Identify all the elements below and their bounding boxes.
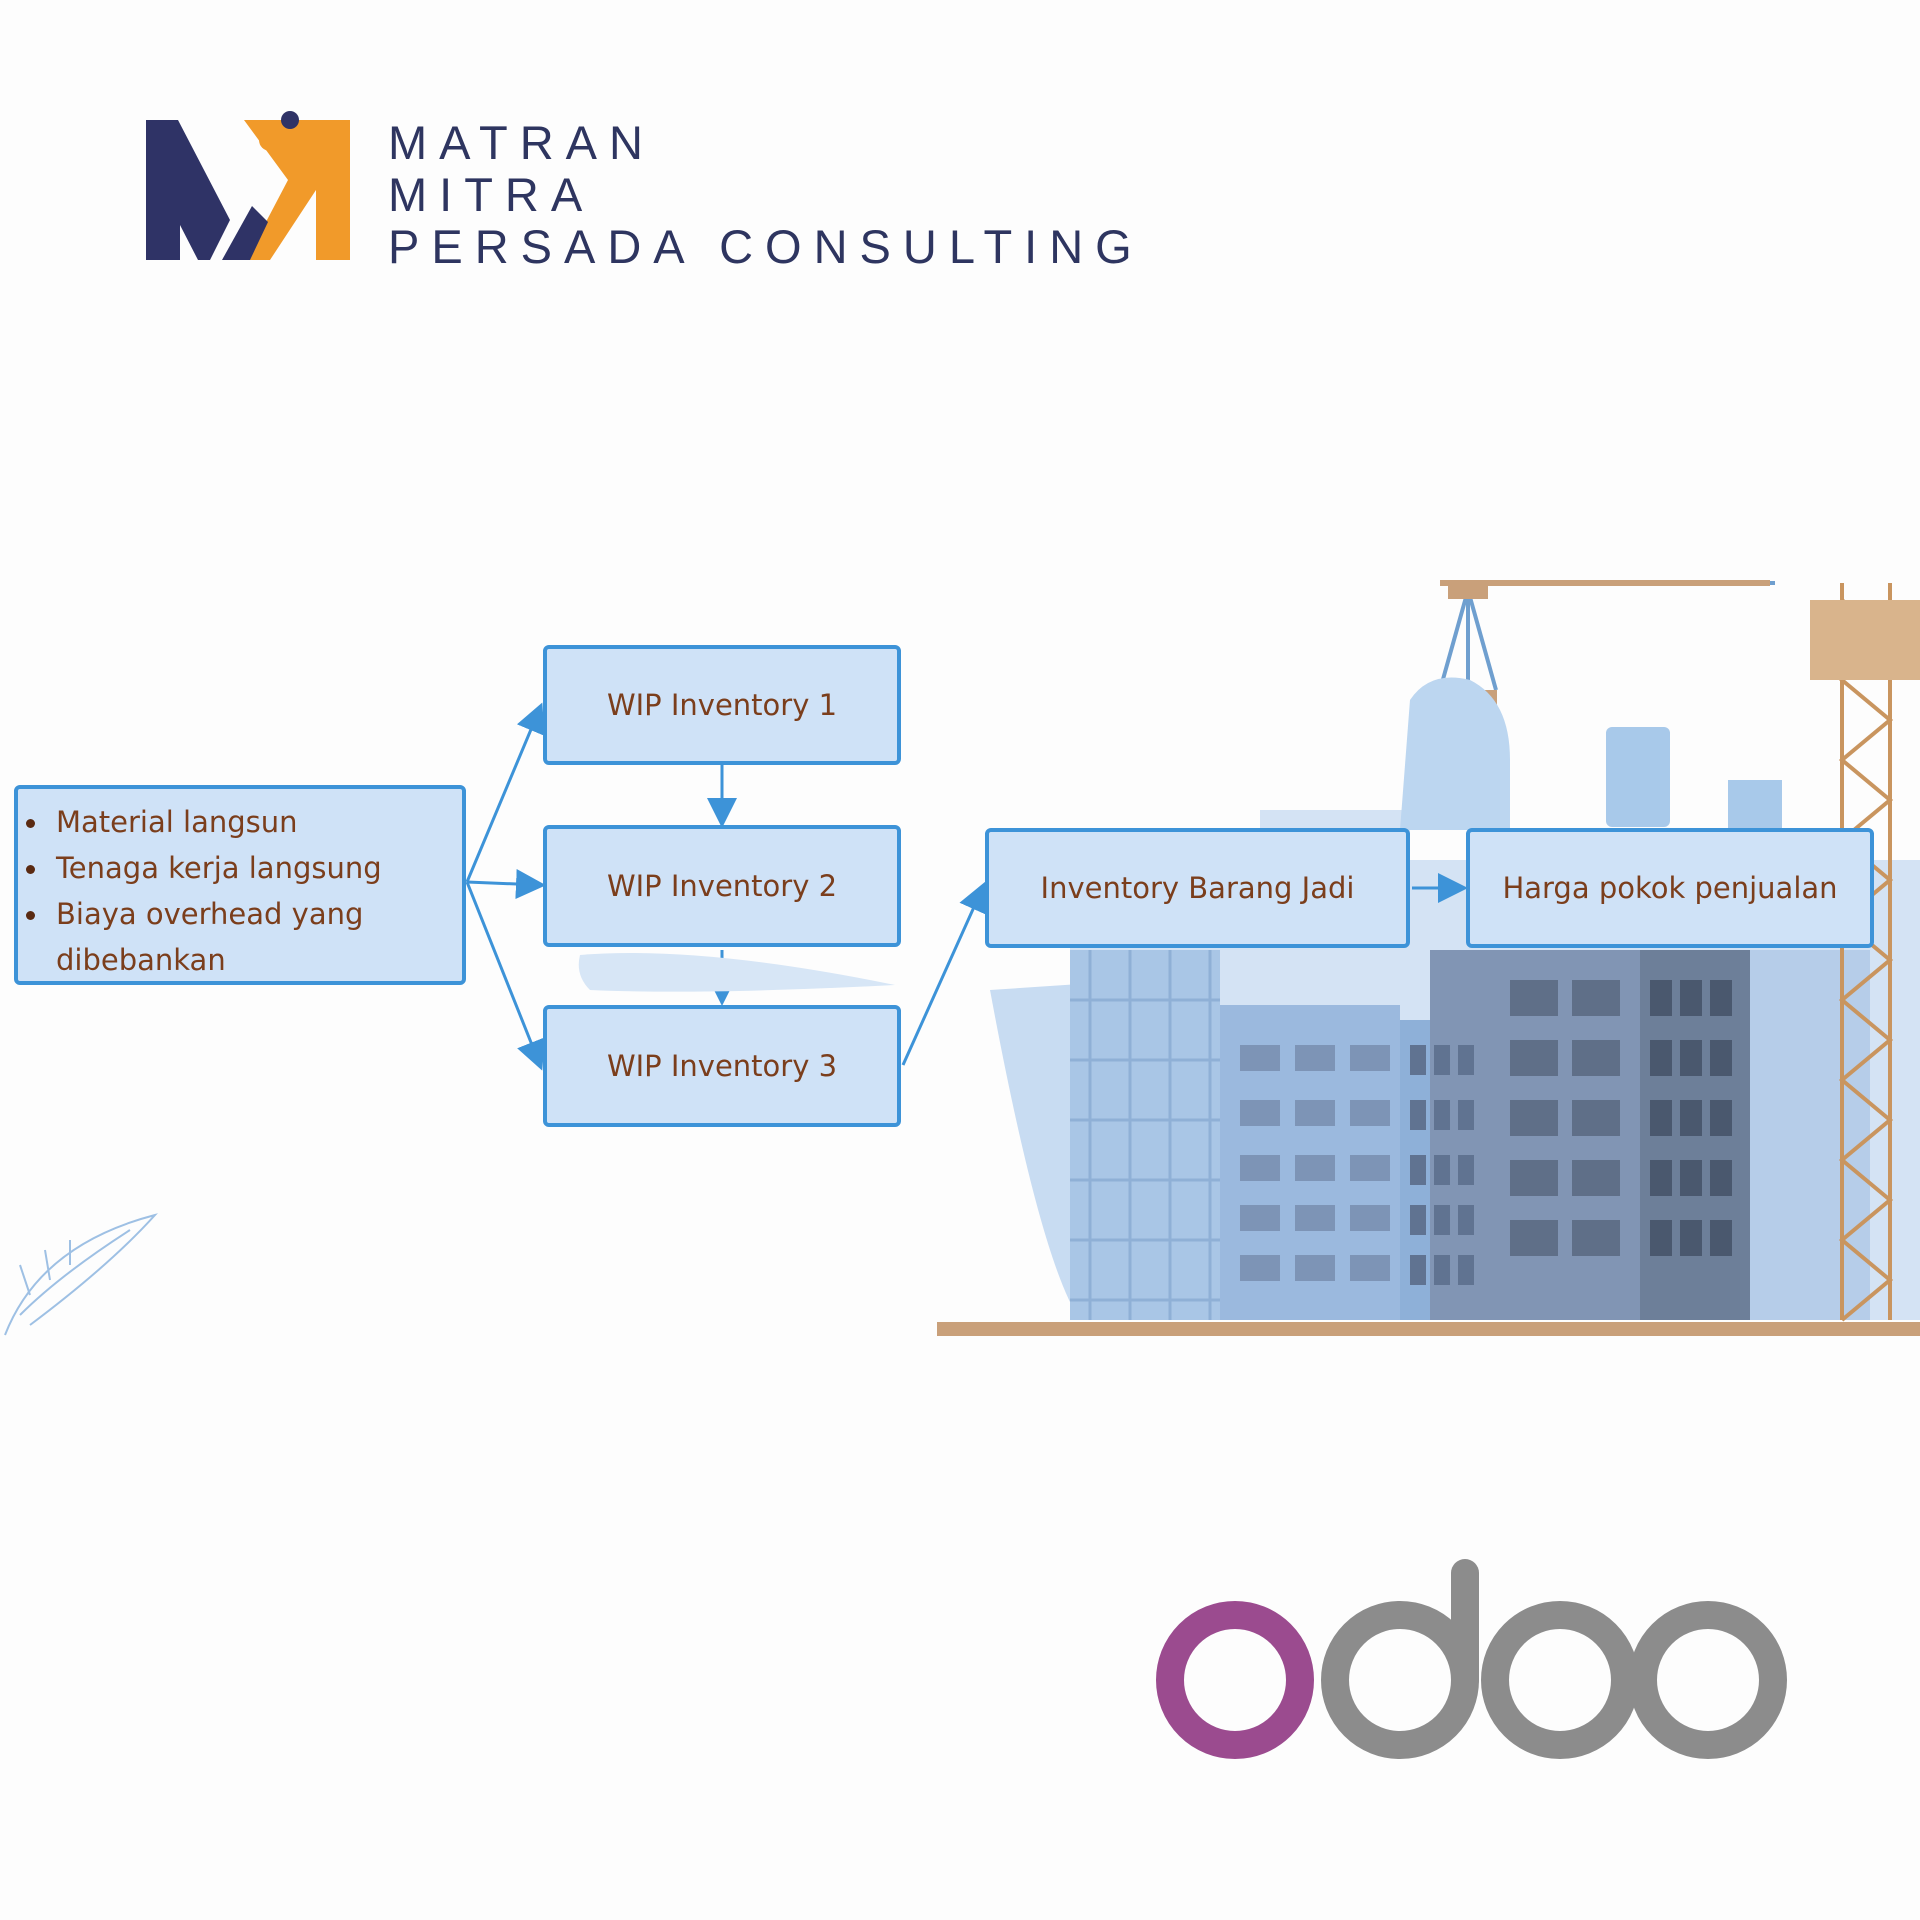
odoo-logo-icon [1156, 1559, 1787, 1759]
cost-of-goods-sold-box: Harga pokok penjualan [1466, 828, 1874, 948]
brand-name-line1: MATRAN [388, 116, 655, 169]
source-cost-box: Material langsun Tenaga kerja langsung B… [14, 785, 466, 985]
arrow-wip3-to-finished [901, 881, 987, 1066]
list-item: Tenaga kerja langsung [26, 845, 462, 891]
matran-logo-icon [146, 111, 350, 260]
arrow-source-to-wip3 [465, 881, 546, 1071]
wip-inventory-2-box: WIP Inventory 2 [543, 825, 901, 947]
arrow-source-to-wip2 [466, 869, 546, 900]
arrow-source-to-wip1 [465, 702, 545, 883]
list-item: dibebankan [56, 943, 226, 977]
wip-inventory-1-box: WIP Inventory 1 [543, 645, 901, 765]
list-item: Material langsun [26, 799, 462, 845]
finished-goods-inventory-box: Inventory Barang Jadi [985, 828, 1410, 948]
wip-inventory-3-box: WIP Inventory 3 [543, 1005, 901, 1127]
brand-name-line2: MITRA [388, 168, 595, 221]
list-item: Biaya overhead yang [26, 891, 462, 937]
brand-name-line3: PERSADA CONSULTING [388, 220, 1144, 273]
leaf-icon [4, 1213, 158, 1336]
